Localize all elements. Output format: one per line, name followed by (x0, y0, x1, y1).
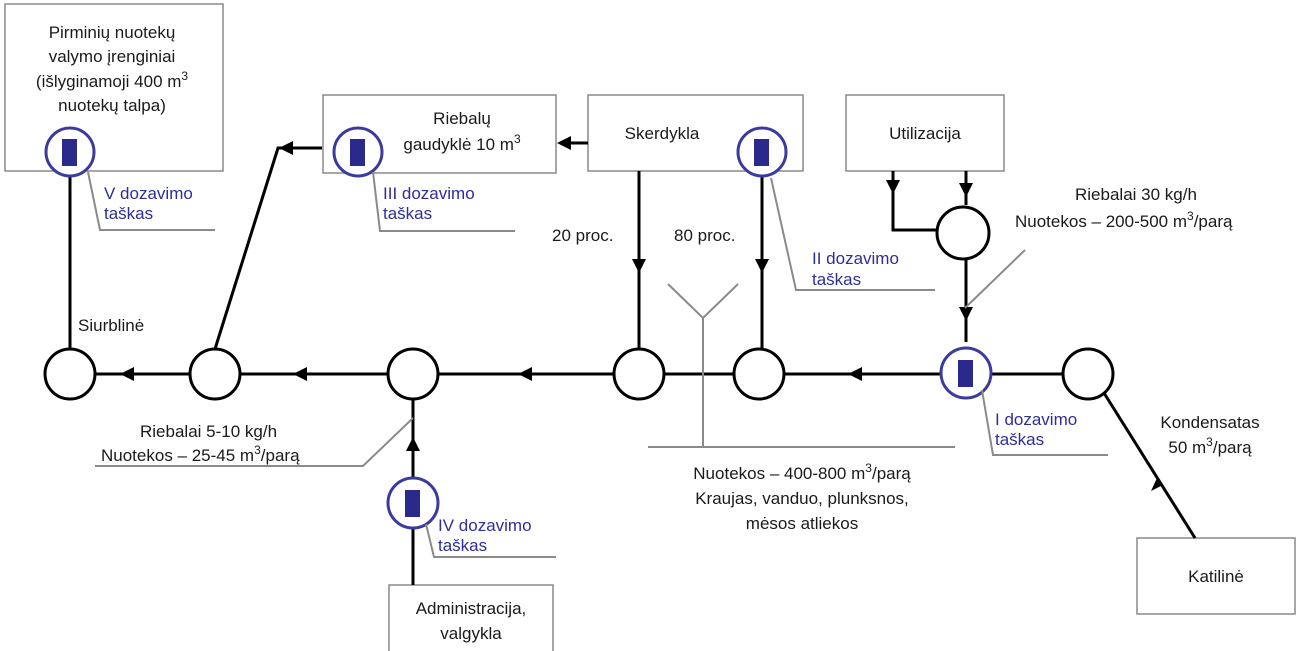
svg-text:mėsos atliekos: mėsos atliekos (746, 514, 858, 533)
svg-text:Kondensatas: Kondensatas (1160, 413, 1259, 432)
box-utilizacija: Utilizacija (845, 94, 1005, 172)
arrow-trunk-3 (848, 367, 862, 381)
pirminiu-line-4: nuotekų talpa) (58, 96, 166, 115)
pirminiu-line-2: valymo įrenginiai (49, 47, 176, 66)
arrow-20proc (632, 259, 646, 273)
node-7 (1061, 347, 1115, 401)
svg-text:Kraujas, vanduo, plunksnos,: Kraujas, vanduo, plunksnos, (695, 489, 909, 508)
label-nuotekos-400-800: Nuotekos – 400-800 m3/parą Kraujas, vand… (693, 461, 911, 533)
node-2 (188, 347, 242, 401)
junction-nodes (43, 205, 1115, 401)
administracija-line-1: Administracija, (416, 599, 527, 618)
label-riebalai-30: Riebalai 30 kg/h Nuotekos – 200-500 m3/p… (1015, 185, 1233, 231)
arrow-admin-up (406, 437, 420, 451)
dosing-point-ii (736, 126, 788, 178)
arrow-util-down (959, 307, 973, 321)
node-5 (732, 347, 786, 401)
node-siurbline (43, 347, 97, 401)
arrow-util-left (886, 180, 900, 194)
svg-text:Nuotekos – 400-800 m3/parą: Nuotekos – 400-800 m3/parą (693, 461, 911, 483)
node-utilizacija (935, 205, 991, 261)
utilizacija-label: Utilizacija (889, 124, 961, 143)
label-80-proc: 80 proc. (674, 226, 735, 245)
svg-text:Riebalai 30 kg/h: Riebalai 30 kg/h (1075, 185, 1197, 204)
dosing-label-iv-1: IV dozavimo (438, 516, 532, 535)
riebalu-line-1: Riebalų (433, 109, 491, 128)
arrow-util-right (959, 183, 973, 197)
pirminiu-line-1: Pirminių nuotekų (49, 23, 176, 42)
dosing-label-v-2: taškas (104, 204, 153, 223)
dosing-label-iii-1: III dozavimo (383, 184, 475, 203)
skerdykla-label: Skerdykla (625, 124, 700, 143)
dosing-label-ii-2: taškas (812, 270, 861, 289)
dosing-label-iv-2: taškas (438, 536, 487, 555)
administracija-line-2: valgykla (440, 624, 502, 643)
arrow-trunk-1 (293, 367, 307, 381)
arrowheads (120, 136, 1163, 491)
box-administracija: Administracija, valgykla (388, 584, 554, 651)
label-20-proc: 20 proc. (552, 226, 613, 245)
box-pirminiu-valymo-irenginiai: Pirminių nuotekų valymo įrenginiai (išly… (4, 3, 224, 172)
dosing-label-i-2: taškas (995, 430, 1044, 449)
arrow-to-riebalu (279, 141, 293, 155)
arrow-trunk-2 (518, 367, 532, 381)
katiline-label: Katilinė (1188, 567, 1244, 586)
dosing-label-ii-1: II dozavimo (812, 249, 899, 268)
label-kondensatas: Kondensatas 50 m3/parą (1160, 413, 1259, 457)
svg-text:50 m3/parą: 50 m3/parą (1168, 435, 1252, 457)
pirminiu-line-3: (išlyginamoji 400 m3 (36, 69, 189, 91)
dosing-label-v-1: V dozavimo (104, 184, 193, 203)
label-riebalai-5-10: Riebalai 5-10 kg/h Nuotekos – 25-45 m3/p… (101, 422, 300, 465)
dosing-point-i (939, 346, 993, 400)
box-katiline: Katilinė (1136, 537, 1296, 615)
svg-text:Nuotekos – 200-500 m3/parą: Nuotekos – 200-500 m3/parą (1015, 209, 1233, 231)
leader-lines (87, 171, 1108, 558)
arrow-to-siurbline (120, 367, 134, 381)
dosing-point-v (44, 126, 96, 178)
svg-text:Riebalai 5-10 kg/h: Riebalai 5-10 kg/h (140, 422, 277, 441)
dosing-label-i-1: I dozavimo (995, 410, 1077, 429)
node-3 (386, 347, 440, 401)
svg-text:Nuotekos – 25-45 m3/parą: Nuotekos – 25-45 m3/parą (101, 443, 300, 465)
riebalu-line-2: gaudyklė 10 m3 (403, 132, 521, 154)
arrow-80proc (755, 259, 769, 273)
arrow-skerdykla-to-riebalu (557, 136, 571, 150)
siurbline-label: Siurblinė (78, 316, 144, 335)
node-4 (612, 347, 666, 401)
arrow-katiline (1151, 478, 1163, 491)
dosing-point-iv (386, 476, 440, 530)
dosing-label-iii-2: taškas (383, 204, 432, 223)
dosing-point-iii (332, 126, 384, 178)
